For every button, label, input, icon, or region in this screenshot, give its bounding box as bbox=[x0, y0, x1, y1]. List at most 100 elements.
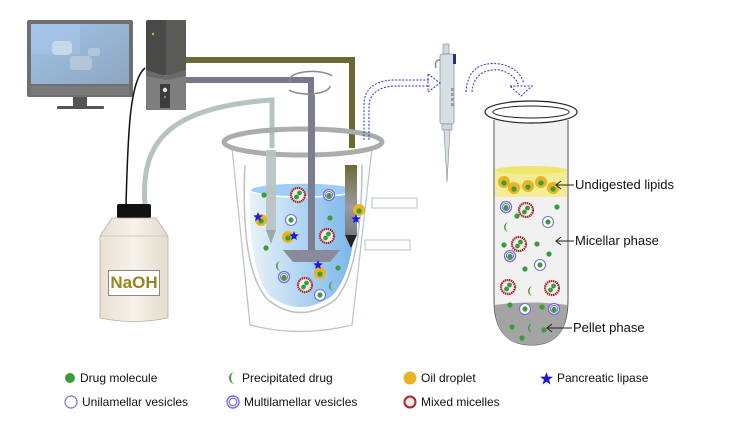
pancreatic-lipase bbox=[289, 231, 299, 240]
drug-molecule bbox=[288, 217, 294, 223]
drug-molecule bbox=[503, 204, 509, 211]
legend-mixed-micelles: Mixed micelles bbox=[403, 395, 500, 409]
blue-star-icon bbox=[540, 371, 553, 384]
double-ring-icon bbox=[226, 395, 240, 409]
drug-molecule bbox=[327, 215, 333, 221]
drug-molecule bbox=[261, 192, 267, 198]
drug-molecule bbox=[501, 242, 507, 248]
legend-label: Drug molecule bbox=[80, 371, 158, 385]
micellar-phase-label: Micellar phase bbox=[575, 233, 659, 248]
drug-molecule bbox=[545, 219, 551, 225]
drug-molecule bbox=[285, 235, 291, 241]
pellet-phase-label: Pellet phase bbox=[573, 320, 645, 335]
legend-pancreatic-lipase: Pancreatic lipase bbox=[540, 371, 648, 385]
precipitated-drug bbox=[528, 323, 533, 333]
drug-molecule bbox=[281, 274, 287, 281]
drug-molecule bbox=[518, 239, 523, 245]
drug-molecule bbox=[514, 213, 520, 219]
legend-precipitated-drug: Precipitated drug bbox=[226, 371, 333, 385]
drug-molecule bbox=[537, 262, 543, 268]
drug-molecule bbox=[551, 306, 557, 313]
legend-label: Pancreatic lipase bbox=[557, 371, 649, 385]
mixed-micelle bbox=[510, 235, 528, 253]
mixed-micelle bbox=[318, 227, 336, 245]
drug-molecule bbox=[507, 253, 513, 260]
precipitated-drug bbox=[276, 261, 281, 271]
drug-molecule bbox=[525, 184, 531, 190]
monitor-icon bbox=[27, 20, 133, 109]
drug-molecule bbox=[554, 204, 560, 210]
particles bbox=[253, 176, 561, 341]
drug-molecule bbox=[356, 208, 362, 214]
drug-molecule bbox=[326, 231, 331, 237]
drug-molecule bbox=[507, 282, 512, 288]
computer-tower-icon bbox=[146, 20, 186, 110]
mixed-micelle bbox=[296, 276, 314, 294]
drug-molecule bbox=[335, 265, 341, 271]
drug-molecule bbox=[301, 284, 306, 290]
drug-molecule bbox=[550, 186, 556, 192]
drug-molecule bbox=[541, 327, 547, 333]
single-ring-icon bbox=[64, 395, 78, 409]
precipitated-drug bbox=[504, 222, 509, 232]
mixed-micelle bbox=[499, 278, 517, 296]
legend-multilamellar-vesicles: Multilamellar vesicles bbox=[226, 395, 357, 409]
legend-label: Multilamellar vesicles bbox=[244, 395, 358, 409]
transfer-arrow-1-icon bbox=[363, 73, 441, 140]
undigested-lipids-label: Undigested lipids bbox=[575, 177, 675, 192]
drug-molecule bbox=[539, 304, 545, 310]
drug-molecule bbox=[509, 324, 515, 330]
drug-molecule bbox=[546, 251, 552, 257]
mixed-micelle bbox=[543, 279, 561, 297]
naoh-label: NaOH bbox=[108, 270, 160, 296]
drug-molecule bbox=[522, 209, 527, 215]
mixed-micelle bbox=[289, 186, 307, 204]
precipitated-drug bbox=[329, 281, 334, 291]
legend-oil-droplet: Oil droplet bbox=[403, 371, 476, 385]
jacketed-vessel bbox=[221, 126, 418, 333]
drug-molecule bbox=[511, 186, 517, 192]
legend-drug-molecule: Drug molecule bbox=[64, 371, 157, 385]
drug-molecule bbox=[297, 190, 302, 196]
label-arrows bbox=[546, 180, 574, 333]
naoh-tubing bbox=[141, 97, 275, 240]
pancreatic-lipase bbox=[313, 260, 323, 269]
yellow-dot-icon bbox=[403, 371, 417, 385]
precipitated-drug bbox=[528, 286, 533, 296]
legend-label: Oil droplet bbox=[421, 371, 476, 385]
mixed-micelle bbox=[517, 201, 535, 219]
pipette-icon bbox=[434, 43, 456, 183]
drug-molecule bbox=[522, 266, 528, 272]
green-crescent-icon bbox=[229, 372, 235, 384]
drug-molecule bbox=[519, 335, 525, 341]
drug-molecule bbox=[525, 205, 530, 211]
drug-molecule bbox=[317, 292, 323, 298]
cable bbox=[125, 67, 146, 206]
legend-label: Precipitated drug bbox=[242, 371, 333, 385]
drug-molecule bbox=[551, 283, 556, 289]
naoh-bottle bbox=[99, 204, 169, 322]
drug-molecule bbox=[323, 235, 328, 241]
drug-molecule bbox=[263, 245, 269, 251]
drug-molecule bbox=[522, 306, 528, 312]
rotation-arrow-icon bbox=[288, 70, 333, 95]
drug-molecule bbox=[304, 280, 309, 286]
drug-molecule bbox=[504, 286, 509, 292]
drug-molecule bbox=[548, 287, 553, 293]
legend-label: Mixed micelles bbox=[421, 395, 500, 409]
drug-molecule bbox=[534, 241, 540, 247]
drug-molecule bbox=[317, 271, 323, 277]
green-dot-icon bbox=[65, 373, 75, 383]
pancreatic-lipase bbox=[351, 214, 361, 223]
drug-molecule bbox=[501, 180, 507, 186]
legend-label: Unilamellar vesicles bbox=[82, 395, 189, 409]
drug-molecule bbox=[326, 192, 332, 199]
drug-molecule bbox=[538, 180, 544, 186]
transfer-arrow-2-icon bbox=[465, 63, 534, 97]
drug-molecule bbox=[507, 302, 513, 308]
pancreatic-lipase bbox=[253, 212, 263, 221]
drug-molecule bbox=[294, 194, 299, 200]
legend-unilamellar-vesicles: Unilamellar vesicles bbox=[64, 395, 188, 409]
drug-molecule bbox=[515, 243, 520, 249]
